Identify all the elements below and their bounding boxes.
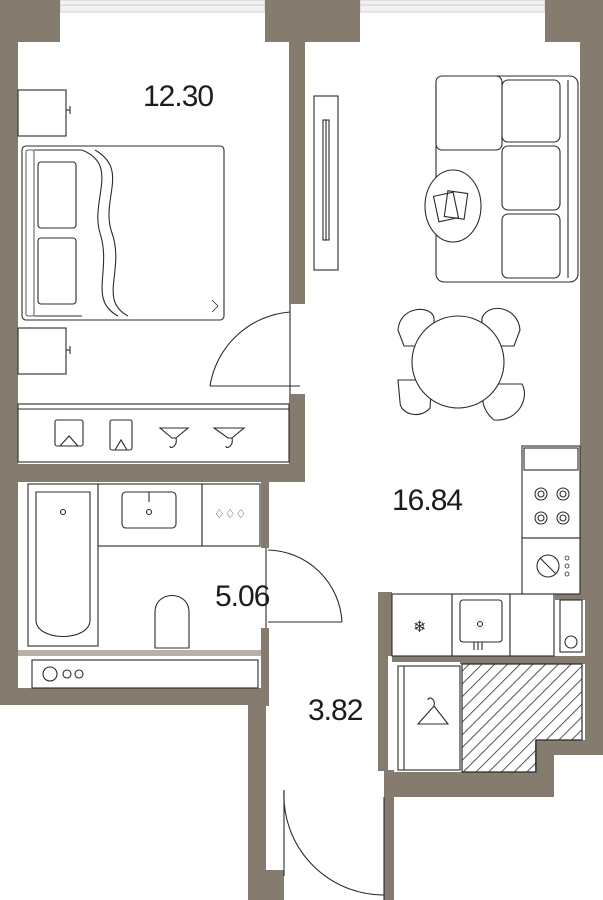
window-living [359, 0, 546, 13]
shaft-hatch-icon [461, 663, 583, 773]
laundry-shelf-icon [31, 659, 259, 689]
coffee-table-icon [424, 169, 482, 243]
dining-table-icon [397, 307, 526, 421]
window-bedroom [59, 0, 266, 13]
interior-walls [18, 38, 585, 771]
wardrobe-icon [17, 403, 290, 463]
stove-icon [521, 445, 581, 539]
nightstand-icon [17, 89, 71, 137]
washing-machine-icon: ♢♢♢ [201, 483, 261, 547]
chair-icon [397, 307, 526, 421]
oven-icon [521, 537, 581, 595]
counter-icon [509, 593, 583, 657]
sink-icon [451, 593, 511, 657]
nightstand-icon [17, 327, 71, 375]
room-area-living: 16.84 [392, 484, 462, 517]
svg-text:❄: ❄ [413, 617, 426, 636]
door-swing-icon [283, 789, 385, 900]
hallway-wardrobe-icon [397, 665, 461, 771]
bed-icon [21, 145, 225, 321]
room-area-bedroom: 12.30 [143, 80, 213, 113]
hanger-icon [54, 419, 246, 451]
svg-text:♢♢♢: ♢♢♢ [214, 507, 246, 521]
tv-stand-icon [313, 95, 339, 271]
bathtub-icon [27, 483, 99, 647]
fridge-icon: ❄ [391, 593, 453, 657]
door-swing-icon [265, 548, 343, 628]
room-area-hallway: 3.82 [308, 694, 363, 727]
door-swing-icon [209, 304, 300, 394]
room-area-bathroom: 5.06 [215, 580, 270, 613]
toilet-icon [154, 595, 190, 649]
washbasin-icon [97, 483, 203, 547]
